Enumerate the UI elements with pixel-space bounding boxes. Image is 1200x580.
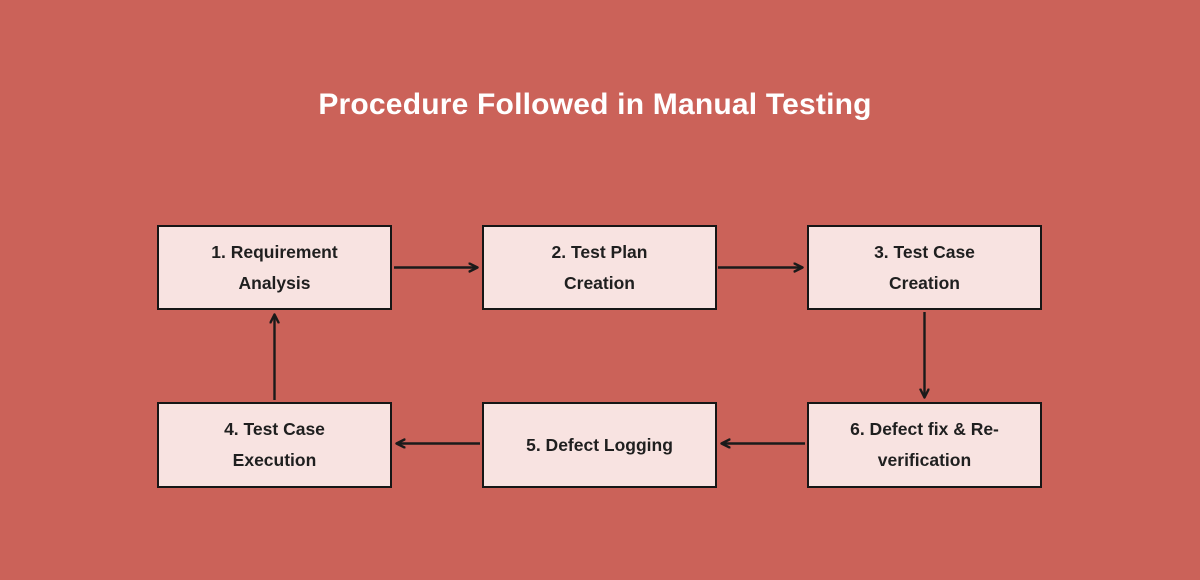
flow-node-requirement-analysis: 1. Requirement Analysis: [157, 225, 392, 310]
flow-node-defect-fix-reverification: 6. Defect fix & Re- verification: [807, 402, 1042, 488]
flow-node-test-plan-creation: 2. Test Plan Creation: [482, 225, 717, 310]
flow-node-test-case-creation: 3. Test Case Creation: [807, 225, 1042, 310]
flow-node-defect-logging: 5. Defect Logging: [482, 402, 717, 488]
flow-node-test-case-execution: 4. Test Case Execution: [157, 402, 392, 488]
page-title: Procedure Followed in Manual Testing: [318, 88, 872, 121]
